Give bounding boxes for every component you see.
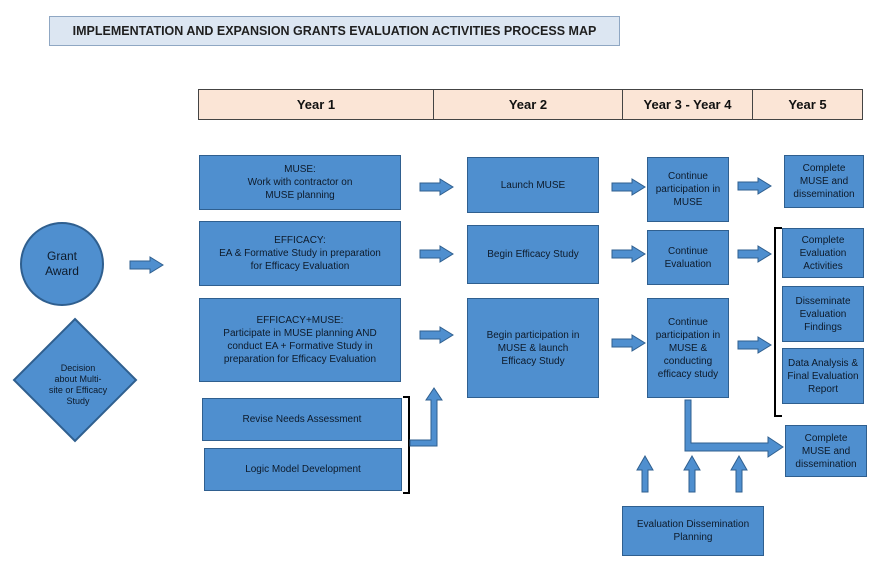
arrow-continue-eval-to-year5 (737, 245, 772, 263)
arrow-launch-to-continue (611, 178, 646, 196)
disseminate-findings-box: Disseminate Evaluation Findings (782, 286, 864, 342)
arrow-up-2 (683, 454, 701, 493)
year1-bracket (403, 396, 410, 494)
arrow-up-3 (730, 454, 748, 493)
page-title: IMPLEMENTATION AND EXPANSION GRANTS EVAL… (49, 16, 620, 46)
continue-muse-box: Continue participation in MUSE (647, 157, 729, 222)
decision-label: Decision about Multi- site or Efficacy S… (48, 363, 108, 406)
arrow-continue-both-to-year5 (737, 336, 772, 354)
year-3-4-header: Year 3 - Year 4 (622, 89, 753, 120)
arrow-up-1 (636, 454, 654, 493)
begin-participation-box: Begin participation in MUSE & launch Eff… (467, 298, 599, 398)
efficacy-box: EFFICACY: EA & Formative Study in prepar… (199, 221, 401, 286)
arrow-up-to-year2 (409, 387, 443, 447)
data-analysis-box: Data Analysis & Final Evaluation Report (782, 348, 864, 404)
dissemination-planning-box: Evaluation Dissemination Planning (622, 506, 764, 556)
complete-muse-bottom-box: Complete MUSE and dissemination (785, 425, 867, 477)
year-2-header: Year 2 (433, 89, 623, 120)
arrow-down-to-complete (684, 399, 784, 458)
arrow-continue-to-complete (737, 177, 772, 195)
logic-model-box: Logic Model Development (204, 448, 402, 491)
arrow-grant-to-year1 (129, 256, 164, 274)
arrow-efficacy-to-begin (419, 245, 454, 263)
decision-diamond (12, 317, 138, 443)
arrow-participation-to-continue (611, 334, 646, 352)
efficacy-muse-box: EFFICACY+MUSE: Participate in MUSE plann… (199, 298, 401, 382)
launch-muse-box: Launch MUSE (467, 157, 599, 213)
year-5-header: Year 5 (752, 89, 863, 120)
arrow-efficacy-muse-to-begin (419, 326, 454, 344)
complete-evaluation-box: Complete Evaluation Activities (782, 228, 864, 278)
continue-both-box: Continue participation in MUSE & conduct… (647, 298, 729, 398)
arrow-muse-to-launch (419, 178, 454, 196)
begin-efficacy-box: Begin Efficacy Study (467, 225, 599, 284)
year5-bracket (774, 227, 782, 417)
revise-needs-box: Revise Needs Assessment (202, 398, 402, 441)
grant-award-circle: Grant Award (20, 222, 104, 306)
arrow-begin-to-continue-eval (611, 245, 646, 263)
continue-evaluation-box: Continue Evaluation (647, 230, 729, 285)
complete-muse-top-box: Complete MUSE and dissemination (784, 155, 864, 208)
muse-planning-box: MUSE: Work with contractor on MUSE plann… (199, 155, 401, 210)
year-1-header: Year 1 (198, 89, 434, 120)
